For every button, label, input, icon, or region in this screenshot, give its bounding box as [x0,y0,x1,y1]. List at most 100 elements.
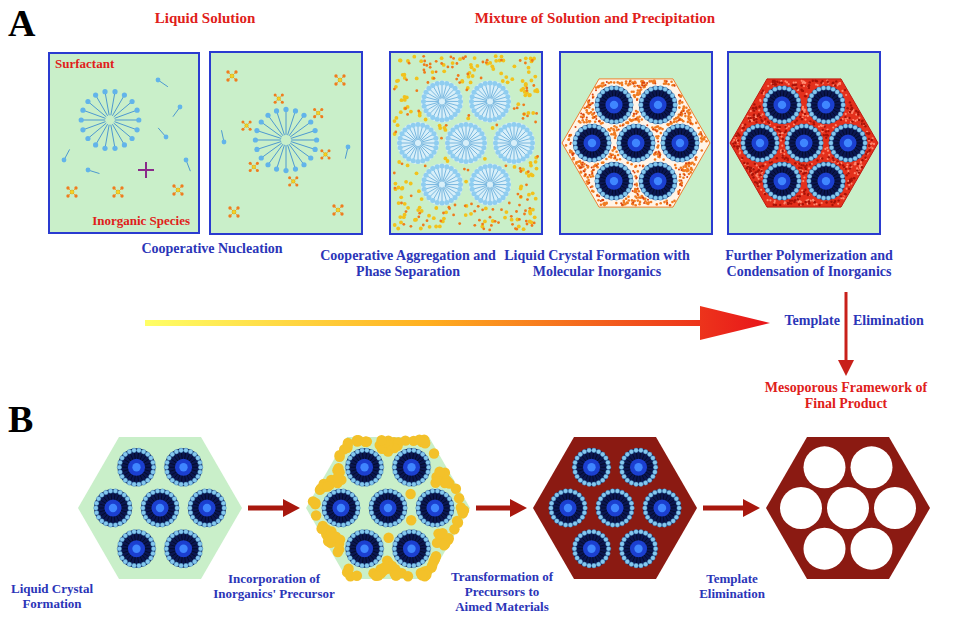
inorganic-species [519,170,522,173]
surfactant-head [653,162,658,167]
surfactant-head [420,158,425,163]
surfactant-tail [659,90,660,97]
surfactant-tail [586,150,589,157]
inorganic-species [393,119,397,123]
surfactant-head [658,86,663,91]
inorganic-species [600,200,602,202]
inorganic-species [486,59,489,62]
micelle [397,122,439,164]
surfactant-tail [637,128,638,135]
inorganic-species [634,96,637,99]
inorganic-species [647,201,650,204]
surfactant-tail [414,127,418,140]
surfactant-head [156,78,161,83]
framework-texture [835,124,837,126]
surfactant-head [468,158,473,163]
oxygen-atom [241,120,244,123]
oxygen-atom [340,212,343,215]
surfactant-head [645,128,650,133]
surfactant-tail [634,128,635,135]
inorganic-species [320,149,330,159]
inorganic-species [478,219,481,222]
inorganic-species [589,104,591,106]
inorganic-species [688,109,691,112]
inorganic-species [526,89,529,92]
oxygen-atom [332,212,335,215]
inorganic-species [659,202,662,205]
surfactant-tail [643,181,650,182]
surfactant-head [457,104,462,109]
inorganic-species [526,198,529,201]
inorganic-species [634,82,637,85]
inorganic-species [660,132,663,135]
micelle [595,162,634,200]
framework-texture [763,93,765,95]
inorganic-species [531,208,535,212]
inorganic-species [695,122,698,125]
surfactant-head [497,115,502,120]
inorganic-species [646,124,648,126]
surfactant-tail [608,112,611,119]
surfactant-tail [663,187,668,192]
surfactant-head [433,145,438,150]
inorganic-species [450,56,453,59]
micelle-core [632,139,640,147]
framework-texture [785,125,787,127]
surfactant-tail [645,97,651,101]
surfactant-head [607,141,612,146]
oxygen-atom [249,162,252,165]
inorganic-species [531,224,534,227]
inorganic-species [591,167,593,169]
surfactant-head [454,124,459,129]
surfactant-tail [473,101,487,102]
stage-panel [728,52,880,234]
inorganic-species [172,184,183,195]
surfactant-head [483,164,488,169]
micelle-core [649,173,666,190]
surfactant-head [415,159,420,164]
inorganic-species [684,174,686,176]
surfactant-tail [599,177,606,179]
surfactant-head [483,200,488,205]
inorganic-species [598,120,601,123]
inorganic-species [529,207,532,210]
surfactant-head [254,147,259,152]
surfactant-tail [652,188,655,195]
inorganic-species [666,202,668,204]
inorganic-species [571,153,574,156]
inorganic-species [691,161,694,164]
inorganic-species [597,199,600,202]
inorganic-species [626,202,629,205]
surfactant-head [449,198,454,203]
inorganic-species [625,80,628,83]
surfactant-head [495,150,500,155]
surfactant-cluster [79,89,142,151]
micelle-body [639,162,677,200]
surfactant-tail [442,105,443,119]
surfactant-head [653,120,658,125]
framework-texture [838,82,840,84]
inorganic-species [464,55,467,58]
inorganic-species [641,84,644,87]
oxygen-atom [172,184,175,187]
surfactant-head [516,123,521,128]
oxygen-atom [120,194,123,197]
surfactant-tail [666,183,673,185]
surfactant-head [308,155,313,160]
inorganic-species [656,130,659,133]
surfactant-tail [599,107,606,109]
framework-texture [755,174,757,176]
inorganic-species [583,175,586,178]
inorganic-species [394,187,397,190]
inorganic-species [681,169,683,171]
inorganic-species [526,115,529,118]
inorganic-species [606,81,608,83]
inorganic-species [642,82,644,84]
surfactant-head [605,118,610,123]
inorganic-species [531,174,535,178]
inorganic-species [642,197,644,199]
framework-texture [871,142,873,144]
surfactant-head [605,163,610,168]
surfactant-head [663,118,668,123]
oxygen-atom [313,115,316,118]
